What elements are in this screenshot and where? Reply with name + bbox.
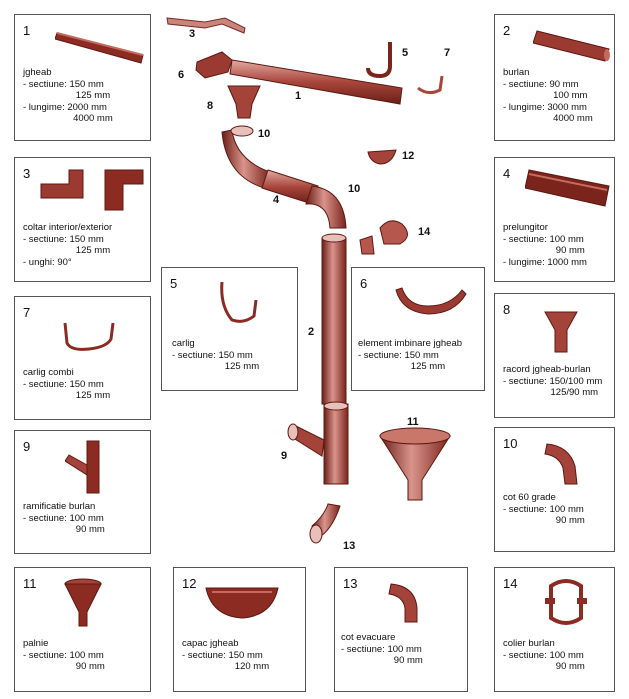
card-description: cot evacuare - sectiune: 100 mm 90 mm xyxy=(341,632,423,666)
card-number: 4 xyxy=(503,166,511,181)
diagram-label: 10 xyxy=(348,183,361,195)
product-card-4: 4 prelungitor - sectiune: 100 mm 90 mm -… xyxy=(494,157,615,282)
diagram-gutter-part xyxy=(229,59,403,105)
product-card-14: 14 colier burlan - sectiune: 100 mm 90 m… xyxy=(494,567,615,692)
card-number: 5 xyxy=(170,276,178,291)
product-card-6: 6 element imbinare jgheab - sectiune: 15… xyxy=(351,267,485,391)
diagram-label: 7 xyxy=(444,47,451,59)
gutter-cap-icon xyxy=(205,587,279,619)
diagram-label: 2 xyxy=(308,326,315,338)
gutter-icon xyxy=(55,32,144,64)
diagram-label: 4 xyxy=(273,194,280,206)
card-number: 7 xyxy=(23,305,31,320)
card-description: capac jgheab - sectiune: 150 mm 120 mm xyxy=(182,638,270,672)
product-card-12: 12 capac jgheab - sectiune: 150 mm 120 m… xyxy=(173,567,306,692)
product-card-10: 10 cot 60 grade - sectiune: 100 mm 90 mm xyxy=(494,427,615,552)
hook-icon xyxy=(220,281,258,323)
card-description: element imbinare jgheab - sectiune: 150 … xyxy=(358,338,463,372)
product-card-2: 2 burlan - sectiune: 90 mm 100 mm - lung… xyxy=(494,14,615,141)
card-number: 1 xyxy=(23,23,31,38)
diagram-label: 14 xyxy=(418,226,431,238)
product-card-8: 8 racord jgheab-burlan - sectiune: 150/1… xyxy=(494,293,615,418)
gutter-outlet-icon xyxy=(544,311,578,353)
diagram-branch-part xyxy=(323,403,349,485)
card-description: colier burlan - sectiune: 100 mm 90 mm xyxy=(503,638,585,672)
card-number: 8 xyxy=(503,302,511,317)
product-card-5: 5 carlig - sectiune: 150 mm 125 mm xyxy=(161,267,298,391)
elbow-icon xyxy=(544,443,578,485)
product-card-9: 9 ramificatie burlan - sectiune: 100 mm … xyxy=(14,430,151,554)
card-description: prelungitor - sectiune: 100 mm 90 mm - l… xyxy=(503,222,587,268)
funnel-icon xyxy=(64,578,102,627)
branch-pipe-icon xyxy=(65,440,100,494)
gutter-corner-icon xyxy=(40,169,144,211)
product-card-11: 11 palnie - sectiune: 100 mm 90 mm xyxy=(14,567,151,692)
diagram-label: 12 xyxy=(402,150,415,162)
card-description: jgheab - sectiune: 150 mm 125 mm - lungi… xyxy=(23,67,113,124)
card-number: 14 xyxy=(503,576,518,591)
card-number: 9 xyxy=(23,439,31,454)
product-card-7: 7 carlig combi - sectiune: 150 mm 125 mm xyxy=(14,296,151,420)
diagram-funnel-part xyxy=(379,435,451,501)
product-card-3: 3 coltar interior/exterior - sectiune: 1… xyxy=(14,157,151,282)
card-number: 12 xyxy=(182,576,197,591)
diagram-label: 6 xyxy=(178,69,185,81)
diagram-bracket-part xyxy=(379,220,408,245)
diagram-joint-part xyxy=(195,51,233,79)
card-number: 6 xyxy=(360,276,368,291)
diagram-cap-part xyxy=(367,149,397,165)
diagram-label: 9 xyxy=(281,450,288,462)
card-number: 10 xyxy=(503,436,518,451)
downpipe-icon xyxy=(533,30,610,62)
diagram-label: 8 xyxy=(207,100,214,112)
extension-pipe-icon xyxy=(525,169,610,207)
card-number: 3 xyxy=(23,166,31,181)
diagram-hook-part xyxy=(366,42,392,79)
diagram-label: 3 xyxy=(189,28,196,40)
product-card-13: 13 cot evacuare - sectiune: 100 mm 90 mm xyxy=(334,567,468,692)
card-description: carlig - sectiune: 150 mm 125 mm xyxy=(172,338,260,372)
combi-hook-icon xyxy=(63,322,115,351)
card-description: ramificatie burlan - sectiune: 100 mm 90… xyxy=(23,501,105,535)
card-number: 13 xyxy=(343,576,358,591)
product-card-1: 1 jgheab - sectiune: 150 mm 125 mm - lun… xyxy=(14,14,151,141)
card-description: palnie - sectiune: 100 mm 90 mm xyxy=(23,638,105,672)
card-number: 11 xyxy=(23,576,37,591)
outlet-elbow-icon xyxy=(388,583,418,623)
card-description: carlig combi - sectiune: 150 mm 125 mm xyxy=(23,367,111,401)
diagram-label: 13 xyxy=(343,540,356,552)
diagram-combi-hook-part xyxy=(417,75,444,95)
card-description: cot 60 grade - sectiune: 100 mm 90 mm xyxy=(503,492,585,526)
diagram-label: 11 xyxy=(407,416,419,428)
card-number: 2 xyxy=(503,23,511,38)
diagram-corner-part xyxy=(166,17,246,34)
diagram-downpipe xyxy=(321,237,347,405)
pipe-bracket-icon xyxy=(545,579,587,625)
diagram-elbow-lower xyxy=(305,185,347,229)
diagram-label: 10 xyxy=(258,128,271,140)
card-description: burlan - sectiune: 90 mm 100 mm - lungim… xyxy=(503,67,593,124)
diagram-label: 1 xyxy=(295,90,302,102)
card-description: coltar interior/exterior - sectiune: 150… xyxy=(23,222,113,268)
gutter-joint-icon xyxy=(395,287,467,315)
card-description: racord jgheab-burlan - sectiune: 150/100… xyxy=(503,364,603,398)
diagram-label: 5 xyxy=(402,47,409,59)
diagram-outlet-part xyxy=(227,85,261,119)
